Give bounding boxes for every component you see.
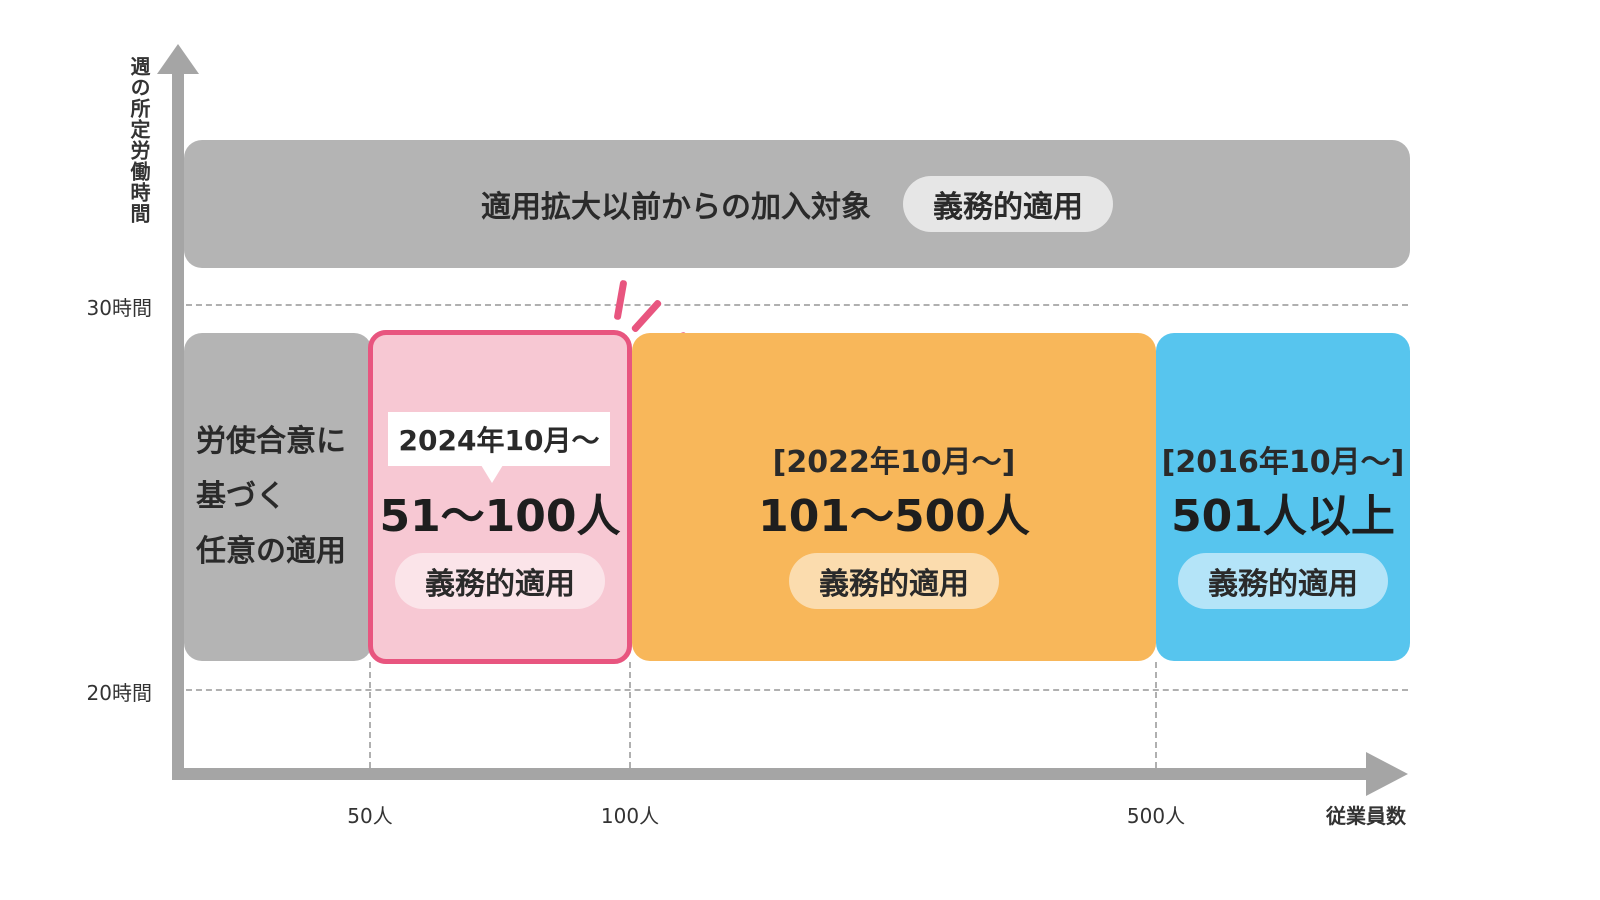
gridline-50 xyxy=(369,662,371,768)
x-axis-arrow-icon xyxy=(1366,752,1408,796)
voluntary-block xyxy=(184,333,372,661)
tier-501-plus-badge: 義務的適用 xyxy=(1178,553,1388,609)
tier-51-100-badge: 義務的適用 xyxy=(395,553,605,609)
x-tick-100: 100人 xyxy=(600,804,660,828)
tier-51-100-period-callout: 2024年10月〜 xyxy=(388,412,610,466)
voluntary-line-2: 基づく xyxy=(196,479,286,514)
gridline-20h xyxy=(186,689,1408,691)
x-axis-line xyxy=(172,768,1370,780)
voluntary-line-3: 任意の適用 xyxy=(196,534,346,569)
voluntary-text: 労使合意に 基づく 任意の適用 xyxy=(196,414,368,579)
tier-51-100-badge-wrap: 義務的適用 xyxy=(368,553,632,609)
y-axis-arrow-icon xyxy=(157,44,199,74)
gridline-500 xyxy=(1155,662,1157,768)
pre-expansion-label: 適用拡大以前からの加入対象 xyxy=(481,190,871,225)
y-axis-title: 週の所定労働時間 xyxy=(127,56,151,224)
tier-101-500-badge-wrap: 義務的適用 xyxy=(632,553,1156,609)
gridline-30h xyxy=(186,304,1408,306)
x-tick-500: 500人 xyxy=(1126,804,1186,828)
x-tick-50: 50人 xyxy=(347,804,393,828)
gridline-100 xyxy=(629,662,631,768)
callout-tail xyxy=(481,465,503,483)
tier-101-500-range: 101〜500人 xyxy=(758,491,1030,542)
voluntary-line-1: 労使合意に xyxy=(196,424,346,459)
tier-101-500-badge: 義務的適用 xyxy=(789,553,999,609)
pre-expansion-badge: 義務的適用 xyxy=(903,176,1113,232)
pre-expansion-band xyxy=(184,140,1410,268)
tier-501-plus-range: 501人以上 xyxy=(1171,491,1395,542)
tier-101-500-period: [2022年10月〜] xyxy=(772,445,1016,480)
tier-501-plus-period: [2016年10月〜] xyxy=(1161,445,1405,480)
y-axis-line xyxy=(172,66,184,778)
tier-501-plus-badge-wrap: 義務的適用 xyxy=(1156,553,1410,609)
x-axis-title: 従業員数 xyxy=(1326,804,1406,828)
tier-51-100-range: 51〜100人 xyxy=(379,491,621,542)
y-tick-30h: 30時間 xyxy=(86,296,152,320)
burst-line-1 xyxy=(613,279,628,321)
y-tick-20h: 20時間 xyxy=(86,681,152,705)
pre-expansion-band-content: 適用拡大以前からの加入対象 義務的適用 xyxy=(184,176,1410,232)
